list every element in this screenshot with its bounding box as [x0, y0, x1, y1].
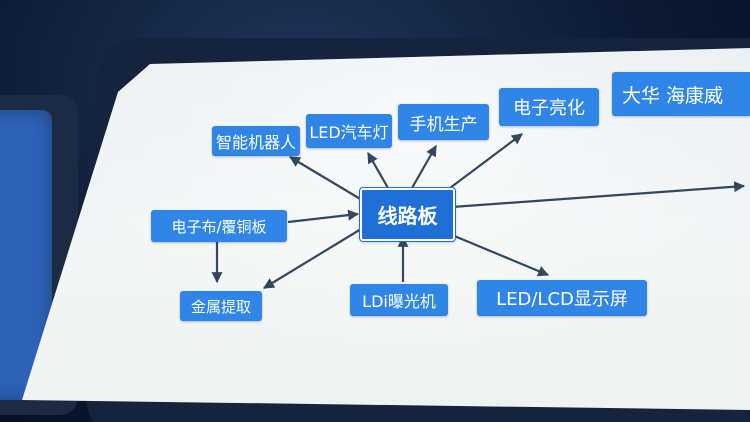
node-robot: 智能机器人 [212, 126, 300, 156]
edge-center-electronic-lighting [445, 133, 523, 192]
edge-center-metal-extraction [263, 225, 367, 289]
node-led-lcd-display: LED/LCD显示屏 [477, 280, 647, 316]
node-center-circuit-board: 线路板 [360, 188, 455, 241]
node-electronic-lighting: 电子亮化 [499, 88, 599, 126]
edge-electronic-cloth-center [287, 209, 360, 224]
node-dahua-hikvision: 大华 海康威 [612, 72, 750, 116]
node-metal-extraction: 金属提取 [180, 291, 262, 321]
edge-center-off-screen-right [451, 181, 746, 209]
edge-center-led-lcd-display [439, 228, 550, 277]
node-electronic-cloth: 电子布/覆铜板 [151, 210, 287, 242]
edge-center-phone-production [411, 145, 437, 189]
node-led-car-light: LED汽车灯 [306, 114, 392, 148]
edge-center-robot [289, 156, 363, 201]
node-ldi-exposure: LDi曝光机 [350, 284, 448, 316]
edge-center-led-car-light [367, 152, 389, 189]
node-phone-production: 手机生产 [398, 104, 489, 140]
